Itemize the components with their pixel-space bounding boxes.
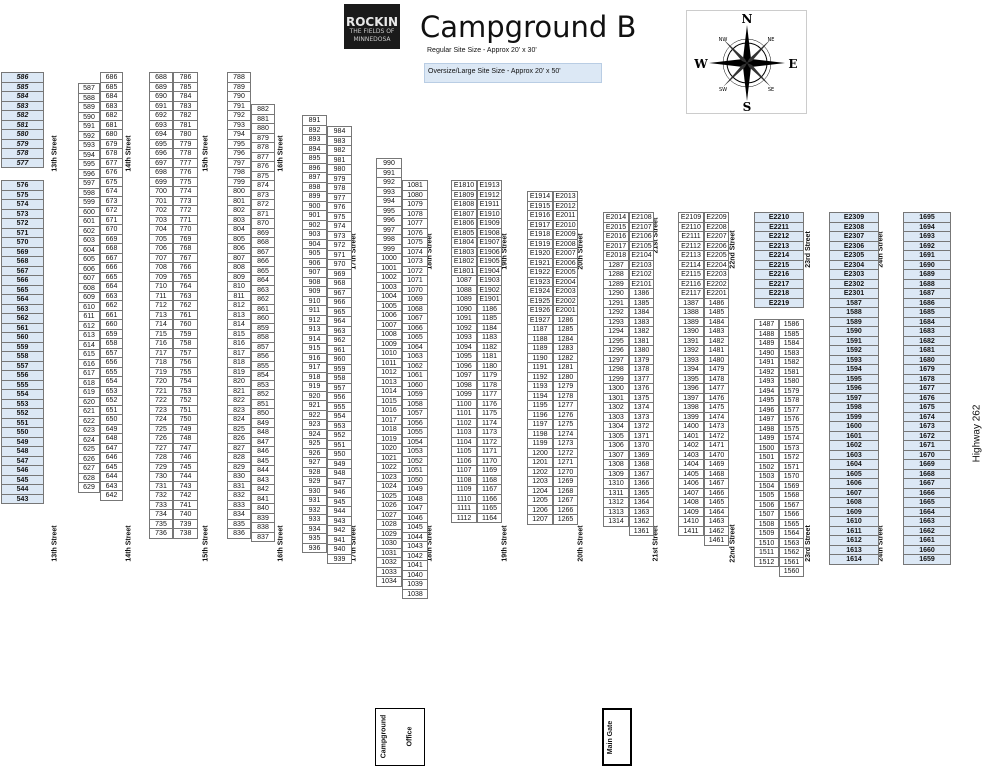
- compass-se: SE: [768, 87, 774, 93]
- street-label-bottom: 20th Street: [577, 525, 585, 562]
- compass-nw: NW: [719, 37, 728, 43]
- campsite-cell[interactable]: 629: [78, 482, 100, 493]
- compass-rose-icon: N S W E NW NE SW SE: [686, 10, 807, 114]
- street-label-bottom: 19th Street: [501, 525, 509, 562]
- street-label-top: 13th Street: [51, 135, 59, 172]
- campground-office: Campground Office: [375, 708, 425, 766]
- street-label-bottom: 22nd Street: [729, 524, 737, 563]
- street-label-bottom: 15th Street: [202, 525, 210, 562]
- main-gate: Main Gate: [602, 708, 632, 766]
- campsite-cell[interactable]: 1614: [829, 554, 879, 565]
- campsite-cell[interactable]: 642: [100, 490, 123, 501]
- campsite-cell[interactable]: 577: [1, 157, 44, 168]
- campsite-cell[interactable]: 1512: [754, 556, 779, 567]
- office-label-line1: Campground: [380, 714, 388, 759]
- campsite-cell[interactable]: 1112: [451, 512, 477, 523]
- compass-e: E: [788, 57, 797, 71]
- street-label-top: 20th Street: [577, 233, 585, 270]
- campsite-cell[interactable]: 836: [227, 528, 251, 539]
- campsite-cell[interactable]: 1207: [527, 514, 553, 525]
- street-label-top: 14th Street: [125, 135, 133, 172]
- street-label-bottom: 13th Street: [51, 525, 59, 562]
- rockin-logo: ROCKIN THE FIELDS OF MINNEDOSA: [344, 4, 400, 49]
- compass-ne: NE: [768, 37, 775, 43]
- compass-w: W: [693, 57, 708, 71]
- logo-main-text: ROCKIN: [345, 15, 399, 29]
- compass-sw: SW: [719, 87, 727, 93]
- street-label-bottom: 16th Street: [277, 525, 285, 562]
- legend-regular: Regular Site Size - Approx 20' x 30': [427, 47, 537, 54]
- compass-n: N: [742, 12, 753, 26]
- street-label-bottom: 23rd Street: [804, 525, 812, 562]
- campsite-cell[interactable]: 1164: [477, 512, 502, 523]
- campsite-cell[interactable]: 1314: [603, 516, 629, 527]
- compass-s: S: [743, 100, 752, 114]
- main-gate-label: Main Gate: [607, 720, 615, 755]
- logo-sub-text: THE FIELDS OF MINNEDOSA: [349, 28, 395, 43]
- street-label-top: 16th Street: [277, 135, 285, 172]
- campsite-cell[interactable]: 1034: [376, 576, 402, 587]
- campsite-cell[interactable]: 738: [173, 528, 198, 539]
- legend-oversize: Oversize/Large Site Size - Approx 20' x …: [424, 63, 602, 83]
- street-label-top: 23rd Street: [804, 231, 812, 268]
- campsite-cell[interactable]: 837: [251, 531, 275, 542]
- street-label-top: 15th Street: [202, 135, 210, 172]
- campsite-cell[interactable]: 939: [327, 553, 352, 564]
- highway-label: Highway 262: [971, 404, 983, 463]
- street-label-bottom: 14th Street: [125, 525, 133, 562]
- campsite-cell[interactable]: 1659: [903, 554, 951, 565]
- campsite-cell[interactable]: 1265: [553, 514, 578, 525]
- street-label-top: 19th Street: [501, 233, 509, 270]
- office-label-line2: Office: [406, 726, 414, 747]
- campsite-cell[interactable]: 543: [1, 493, 44, 504]
- campsite-cell[interactable]: 1038: [402, 588, 428, 599]
- street-label-top: 22nd Street: [729, 230, 737, 269]
- campsite-cell[interactable]: 1560: [779, 566, 804, 577]
- campsite-cell[interactable]: 736: [149, 528, 173, 539]
- campsite-cell[interactable]: 936: [302, 542, 327, 553]
- campsite-cell[interactable]: E2219: [754, 297, 804, 308]
- page-title: Campground B: [420, 10, 637, 44]
- campsite-cell[interactable]: 1461: [704, 535, 729, 546]
- campsite-cell[interactable]: 1361: [629, 525, 654, 536]
- campsite-cell[interactable]: 1411: [678, 525, 704, 536]
